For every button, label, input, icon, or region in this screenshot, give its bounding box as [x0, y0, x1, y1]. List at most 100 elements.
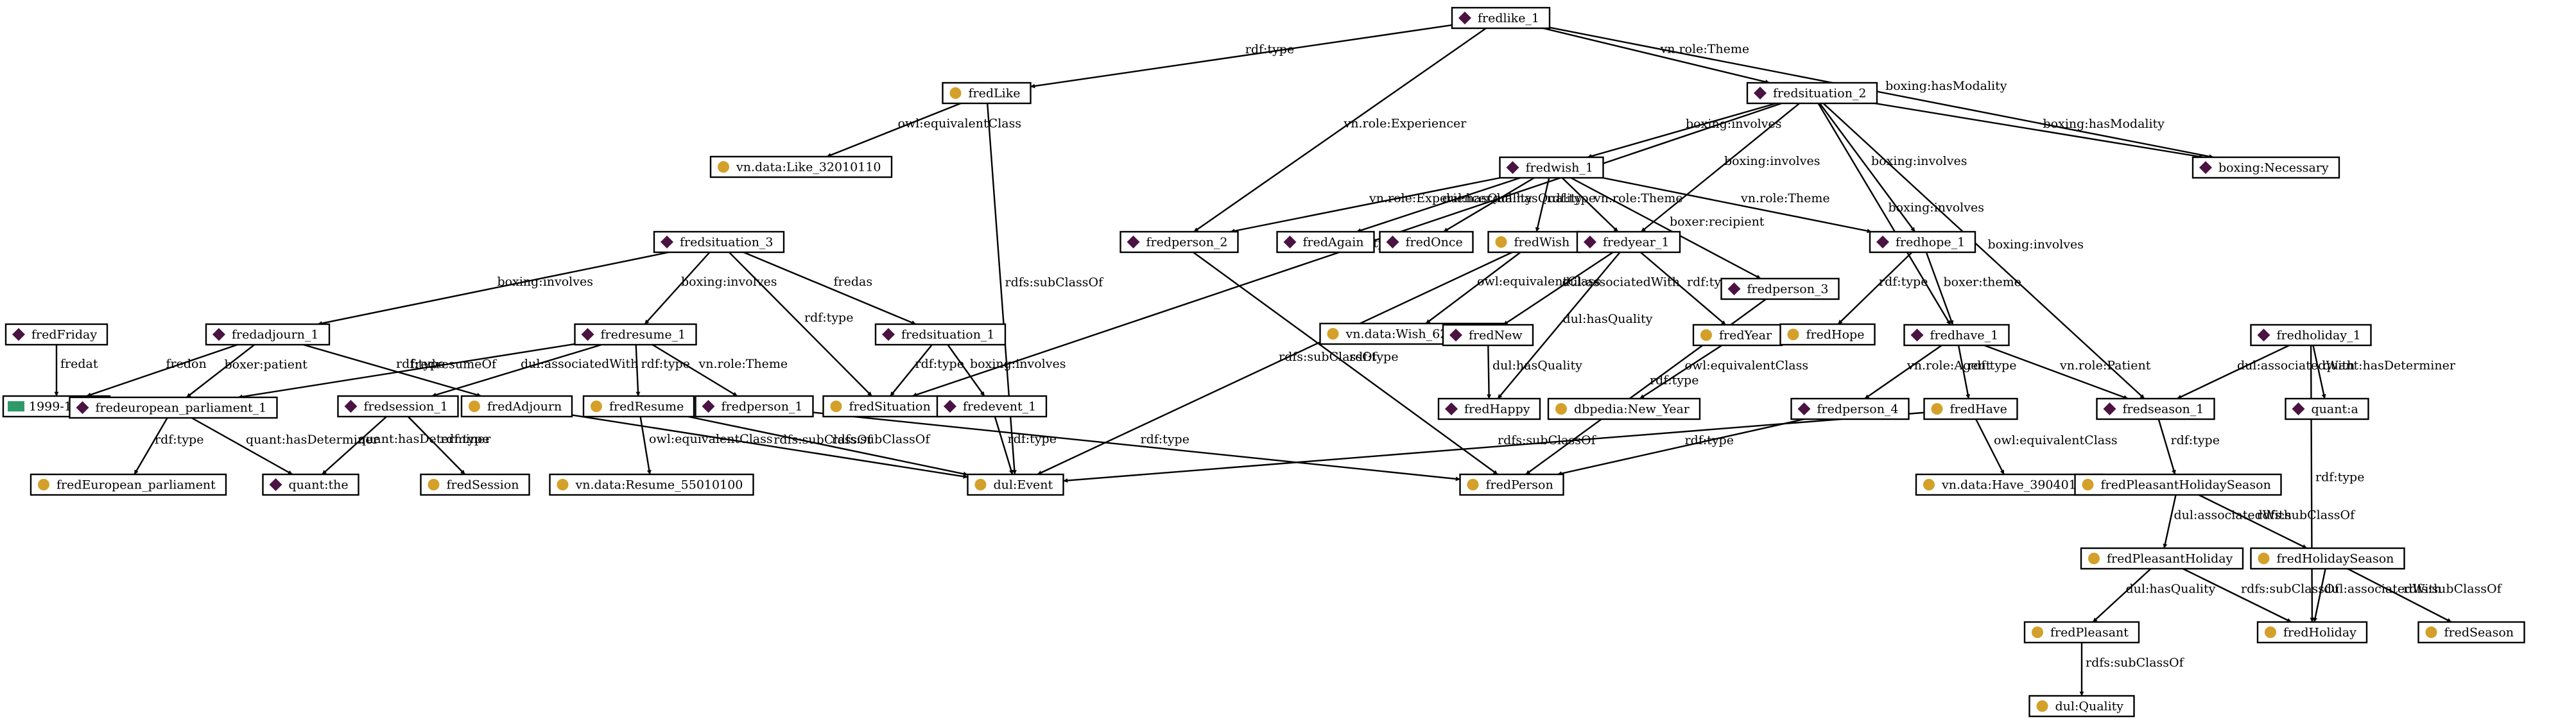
edge-dul-hasquality: dul:hasQuality: [1497, 252, 1653, 399]
node-dul-event: dul:Event: [967, 473, 1064, 496]
circle-icon: [557, 479, 569, 490]
node-fredAdjourn: fredAdjourn: [460, 395, 573, 418]
node-fredlike-1: fredlike_1: [1451, 6, 1551, 30]
node-fredevent-1: fredevent_1: [936, 395, 1048, 418]
node-label: fredeuropean_parliament_1: [96, 401, 267, 415]
edge-label: rdfs:subClassOf: [1279, 350, 1378, 364]
node-quant-a: quant:a: [2285, 397, 2369, 420]
edge-quant-hasdeterminer: quant:hasDeterminer: [2312, 345, 2456, 399]
node-label: fredseason_1: [2123, 402, 2204, 417]
node-fredperson-1: fredperson_1: [695, 395, 814, 418]
edge-label: rdf:type: [1245, 42, 1294, 56]
edge-label: dul:associatedWith: [2174, 508, 2292, 523]
node-label: fredFriday: [31, 328, 97, 342]
circle-icon: [2088, 553, 2100, 564]
diamond-icon: [1458, 12, 1471, 24]
edge-label: owl:equivalentClass: [1994, 433, 2118, 447]
edge-dul-associatedwith: dul:associatedWith: [431, 343, 638, 397]
edge-boxing-hasmodality: boxing:hasModality: [1549, 26, 2214, 159]
diamond-icon: [1127, 236, 1140, 248]
edge-boxing-involves: boxing:involves: [1819, 103, 1967, 232]
edge-boxing-hasmodality: boxing:hasModality: [1874, 102, 2204, 159]
edge-label: rdfs:subClassOf: [2403, 582, 2503, 596]
edge-boxing-involves: boxing:involves: [947, 344, 1066, 397]
node-fredSession: fredSession: [420, 473, 530, 496]
node-boxing-necessary: boxing:Necessary: [2191, 156, 2340, 179]
diamond-icon: [702, 400, 715, 413]
edge-label: rdfs:subClassOf: [1005, 275, 1105, 290]
node-label: fredPerson: [1486, 478, 1553, 492]
node-fredFriday: fredFriday: [4, 323, 108, 346]
node-fredNew: fredNew: [1442, 324, 1534, 347]
node-fredWish: fredWish: [1487, 230, 1581, 254]
node-label: fredyear_1: [1603, 236, 1670, 250]
node-fredadjourn-1: fredadjourn_1: [205, 323, 331, 346]
edge-label: rdfs:subClassOf: [2257, 508, 2356, 523]
edge-rdf-type: rdf:type: [2310, 345, 2364, 623]
node-fredLike: fredLike: [942, 82, 1032, 105]
node-fredPerson: fredPerson: [1459, 473, 1564, 496]
edge-label: rdf:type: [396, 357, 445, 371]
node-label: fredhave_1: [1930, 329, 1999, 343]
node-label: fredperson_2: [1146, 236, 1228, 250]
edge-label: vn.role:Theme: [1593, 191, 1683, 205]
edge-label: rdf:type: [804, 311, 853, 325]
edge-label: dul:associatedWith: [2237, 359, 2355, 373]
node-fredHappy: fredHappy: [1437, 397, 1541, 420]
edge-rdf-type: rdf:type: [1837, 252, 1928, 325]
edge-label: rdf:type: [1349, 350, 1398, 364]
node-label: dul:Event: [994, 478, 1053, 492]
node-fredperson-4: fredperson_4: [1790, 397, 1910, 420]
diamond-icon: [1584, 236, 1596, 248]
node-resume-vn: vn.data:Resume_55010100: [549, 473, 754, 496]
circle-icon: [469, 401, 480, 412]
node-fredAgain: fredAgain: [1276, 230, 1375, 254]
edge-label: rdf:type: [2171, 433, 2220, 447]
edge-vn-role-theme: vn.role:Theme: [1543, 27, 1770, 84]
edge-vn-role-experiencer: vn.role:Experiencer: [1193, 28, 1487, 232]
node-label: fredhope_1: [1896, 236, 1965, 250]
node-label: fredOnce: [1406, 236, 1463, 250]
edge-rdfs-subclassof: rdfs:subClassOf: [2347, 567, 2503, 623]
edge-label: quant:hasDeterminer: [358, 432, 491, 446]
edge-rdf-type: rdf:type: [635, 344, 690, 397]
diamond-icon: [1910, 329, 1924, 341]
node-fredsituation-1: fredsituation_1: [874, 323, 1007, 346]
edge-rdf-type: rdf:type: [1030, 24, 1453, 89]
node-label: fredsituation_3: [680, 236, 774, 250]
node-label: fredperson_4: [1817, 402, 1899, 417]
edge-vn-role-theme: vn.role:Theme: [652, 343, 788, 397]
node-label: fredsession_1: [364, 400, 448, 414]
node-fredeuropean-parliament-1: fredeuropean_parliament_1: [69, 396, 278, 419]
node-fredEuropean-parliament: fredEuropean_parliament: [30, 473, 227, 496]
node-label: fredYear: [1719, 329, 1772, 343]
edge-label: boxing:involves: [1988, 238, 2084, 252]
node-fredResume: fredResume: [582, 395, 695, 418]
node-fredwish-1: fredwish_1: [1499, 156, 1604, 179]
edge-dul-hasquality: dul:hasQuality: [1356, 177, 1532, 233]
node-label: fredHope: [1806, 328, 1865, 342]
edge-boxing-involves: boxing:involves: [1587, 102, 1782, 159]
edge-boxing-involves: boxing:involves: [644, 252, 777, 325]
edge-label: owl:equivalentClass: [1685, 359, 1809, 373]
edge-label: rdfs:subClassOf: [2086, 656, 2185, 670]
edge-label: boxer:recipient: [1670, 215, 1765, 229]
node-label: boxing:Necessary: [2218, 161, 2329, 175]
diamond-icon: [1449, 329, 1462, 341]
edge-label: boxing:involves: [497, 275, 594, 289]
edge-label: rdf:type: [641, 357, 690, 371]
edge-owl-equivalentclass: owl:equivalentClass: [826, 102, 1021, 158]
diamond-icon: [1797, 402, 1811, 415]
node-new-year: dbpedia:New_Year: [1547, 397, 1701, 420]
node-label: vn.data:Have_39040100: [1941, 478, 2092, 492]
node-label: fredwish_1: [1526, 161, 1593, 175]
edge-label: fredresumeOf: [410, 357, 497, 371]
diamond-icon: [944, 400, 956, 413]
edge-boxing-involves: boxing:involves: [317, 251, 670, 326]
diamond-icon: [1386, 236, 1399, 248]
edge-label: boxer:theme: [1944, 275, 2021, 290]
edge-label: rdf:type: [155, 433, 203, 447]
node-label: dbpedia:New_Year: [1574, 402, 1690, 417]
rectangle-icon: [8, 401, 24, 411]
